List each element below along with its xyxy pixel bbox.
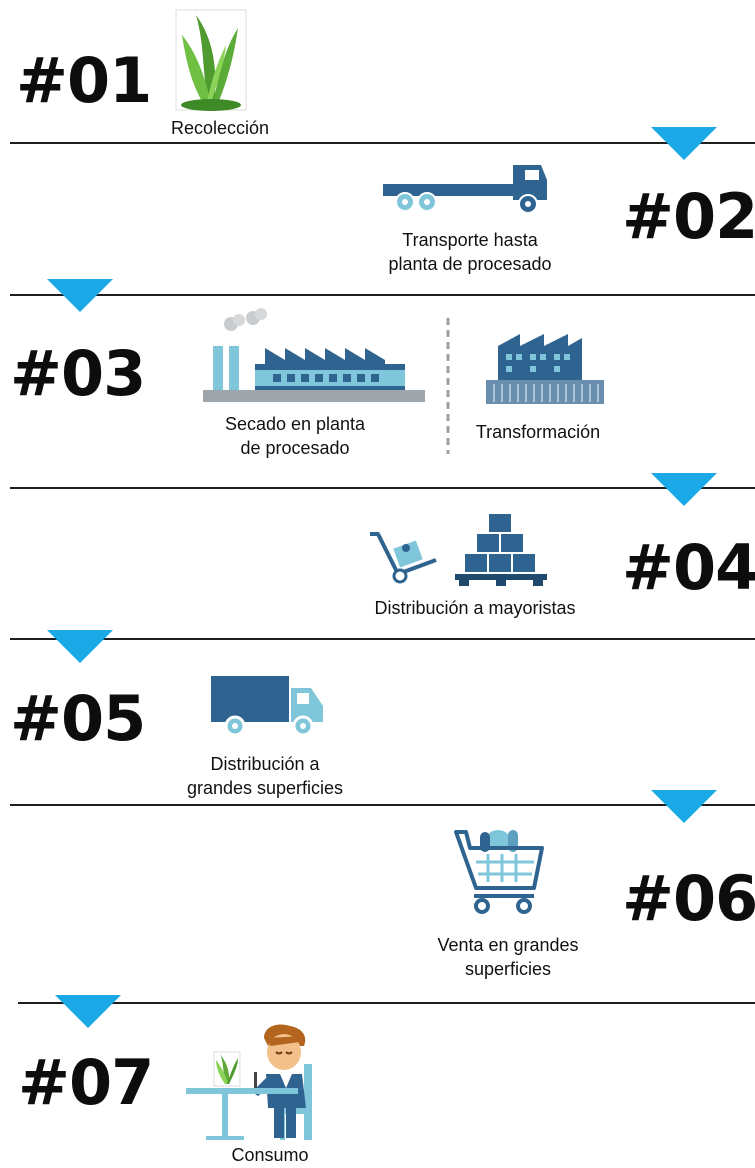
arrow-down-icon-2 [47, 279, 113, 312]
caption-transformacion: Transformación [475, 422, 601, 442]
caption-transporte: Transporte hasta planta de procesado [388, 230, 552, 274]
seaweed-icon [175, 9, 247, 111]
delivery-truck-icon [211, 676, 323, 737]
step-number-07: #07 [18, 1046, 154, 1119]
industry-building-icon [486, 334, 604, 404]
arrow-down-icon-3 [651, 473, 717, 506]
step-number-01: #01 [16, 44, 152, 117]
factory-icon [203, 308, 425, 402]
caption-recoleccion: Recolección [170, 118, 270, 138]
step-number-03: #03 [10, 337, 146, 410]
divider-4 [10, 638, 755, 640]
step-number-06: #06 [622, 862, 755, 935]
caption-mayoristas: Distribución a mayoristas [374, 598, 576, 618]
divider-5 [10, 804, 755, 806]
pallet-boxes-icon [455, 514, 547, 586]
shopping-cart-icon [454, 830, 544, 914]
caption-venta: Venta en grandes superficies [437, 935, 579, 979]
divider-2 [10, 294, 755, 296]
step-number-05: #05 [10, 682, 146, 755]
arrow-down-icon-1 [651, 127, 717, 160]
caption-consumo: Consumo [231, 1145, 309, 1165]
arrow-down-icon-6 [55, 995, 121, 1028]
person-eating-icon [186, 1024, 312, 1140]
flatbed-truck-icon [383, 165, 547, 214]
step-number-02: #02 [622, 180, 755, 253]
hand-truck-icon [370, 532, 437, 584]
caption-secado: Secado en planta de procesado [224, 414, 366, 458]
divider-1 [10, 142, 755, 144]
arrow-down-icon-5 [651, 790, 717, 823]
caption-grandes-superficies: Distribución a grandes superficies [186, 754, 344, 798]
step-number-04: #04 [622, 531, 755, 604]
divider-6 [18, 1002, 755, 1004]
arrow-down-icon-4 [47, 630, 113, 663]
dashed-separator [446, 318, 450, 454]
divider-3 [10, 487, 755, 489]
